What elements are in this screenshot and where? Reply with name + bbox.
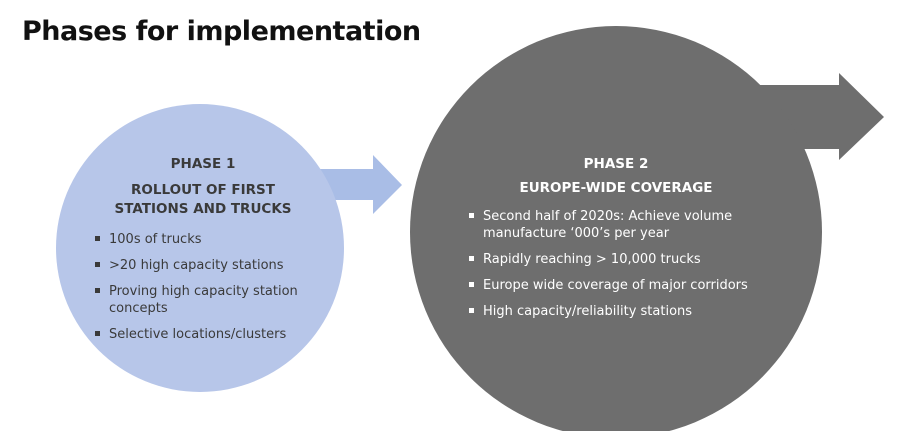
phase2-circle [410, 26, 822, 431]
phase1-bullet: Selective locations/clusters [92, 326, 314, 343]
phase1-bullet: 100s of trucks [92, 231, 314, 248]
bullet-square-icon [95, 288, 100, 293]
phase2-content: PHASE 2 EUROPE-WIDE COVERAGE Second half… [466, 156, 766, 329]
phase1-label: PHASE 1 [170, 156, 236, 172]
bullet-square-icon [469, 282, 474, 287]
phase2-bullet-list: Second half of 2020s: Achieve volume man… [466, 208, 766, 320]
bullet-square-icon [469, 256, 474, 261]
bullet-square-icon [469, 308, 474, 313]
phase1-heading: ROLLOUT OF FIRST STATIONS AND TRUCKS [92, 181, 314, 219]
bullet-square-icon [95, 331, 100, 336]
phase1-bullet-list: 100s of trucks >20 high capacity station… [92, 231, 314, 343]
bullet-square-icon [95, 236, 100, 241]
bullet-square-icon [469, 213, 474, 218]
bullet-square-icon [95, 262, 100, 267]
phase1-heading-line: ROLLOUT OF FIRST STATIONS AND TRUCKS [114, 182, 292, 217]
phase2-bullet: High capacity/reliability stations [466, 303, 766, 320]
phase2-heading: EUROPE-WIDE COVERAGE [519, 180, 713, 196]
phase2-bullet: Europe wide coverage of major corridors [466, 277, 766, 294]
phase1-bullet: Proving high capacity station concepts [92, 283, 314, 317]
phase2-bullet: Rapidly reaching > 10,000 trucks [466, 251, 766, 268]
phase1-content: PHASE 1 ROLLOUT OF FIRST STATIONS AND TR… [92, 156, 314, 352]
page-title: Phases for implementation [22, 16, 421, 47]
phase1-bullet: >20 high capacity stations [92, 257, 314, 274]
phase2-bullet: Second half of 2020s: Achieve volume man… [466, 208, 766, 242]
phase1-circle [56, 104, 344, 392]
phase2-label: PHASE 2 [583, 156, 649, 172]
